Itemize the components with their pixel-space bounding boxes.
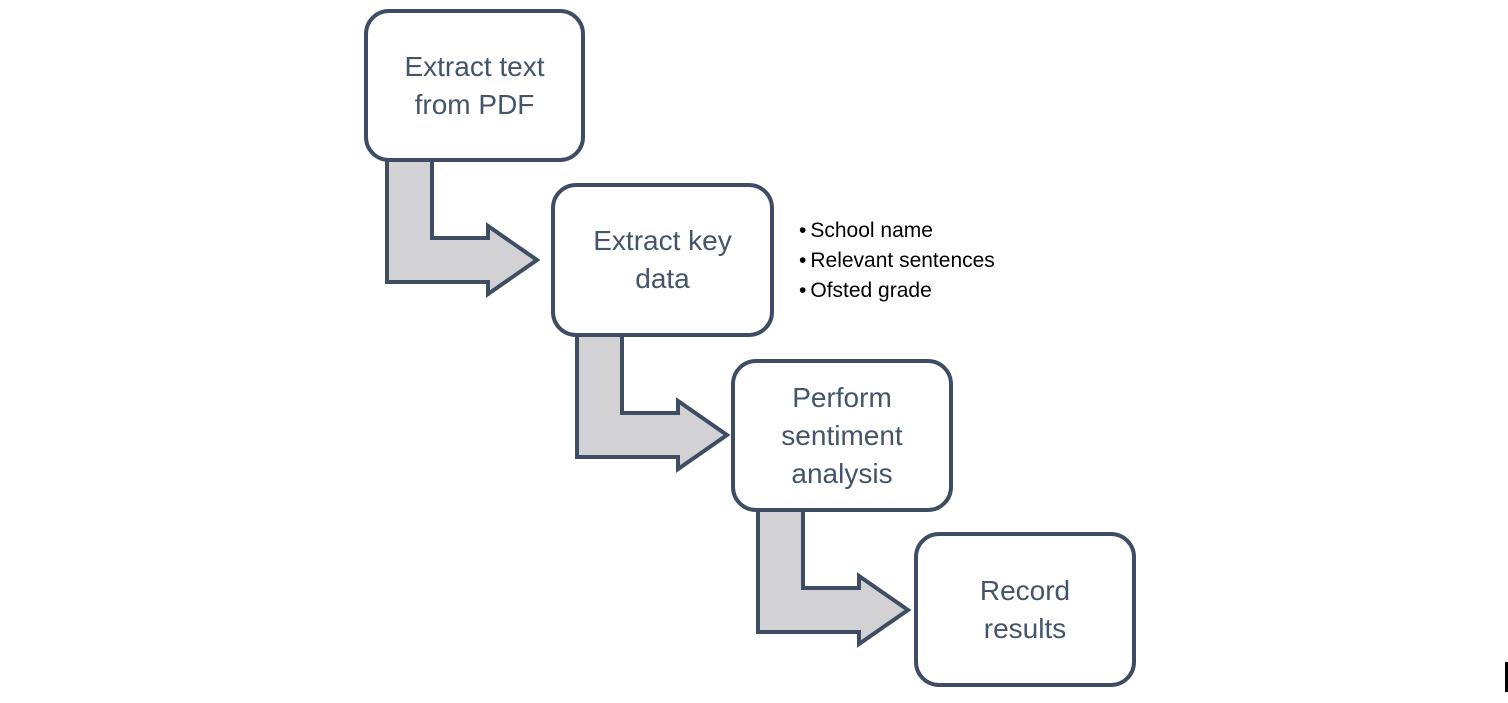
annotation-bullet-item: Relevant sentences (799, 246, 994, 276)
caret-artifact (1505, 662, 1508, 692)
elbow-arrow-step3-to-step4 (756, 506, 912, 648)
key-data-annotation-list: School name Relevant sentences Ofsted gr… (799, 216, 995, 306)
annotation-bullet-item: Ofsted grade (799, 276, 995, 306)
flow-step-label: Extract text from PDF (404, 50, 545, 120)
elbow-arrow-step1-to-step2 (385, 156, 541, 298)
flow-step-label: Record results (979, 574, 1071, 644)
flow-step-extract-key-data: Extract key data (551, 183, 774, 337)
flow-step-label: Perform sentiment analysis (781, 381, 903, 489)
annotation-bullet-item: School name (799, 216, 995, 246)
elbow-arrow-step2-to-step3 (575, 331, 731, 473)
flow-step-perform-sentiment-analysis: Perform sentiment analysis (731, 359, 953, 512)
flow-step-record-results: Record results (914, 532, 1136, 687)
flow-step-label: Extract key data (593, 225, 732, 294)
flow-step-extract-text-from-pdf: Extract text from PDF (364, 9, 585, 162)
